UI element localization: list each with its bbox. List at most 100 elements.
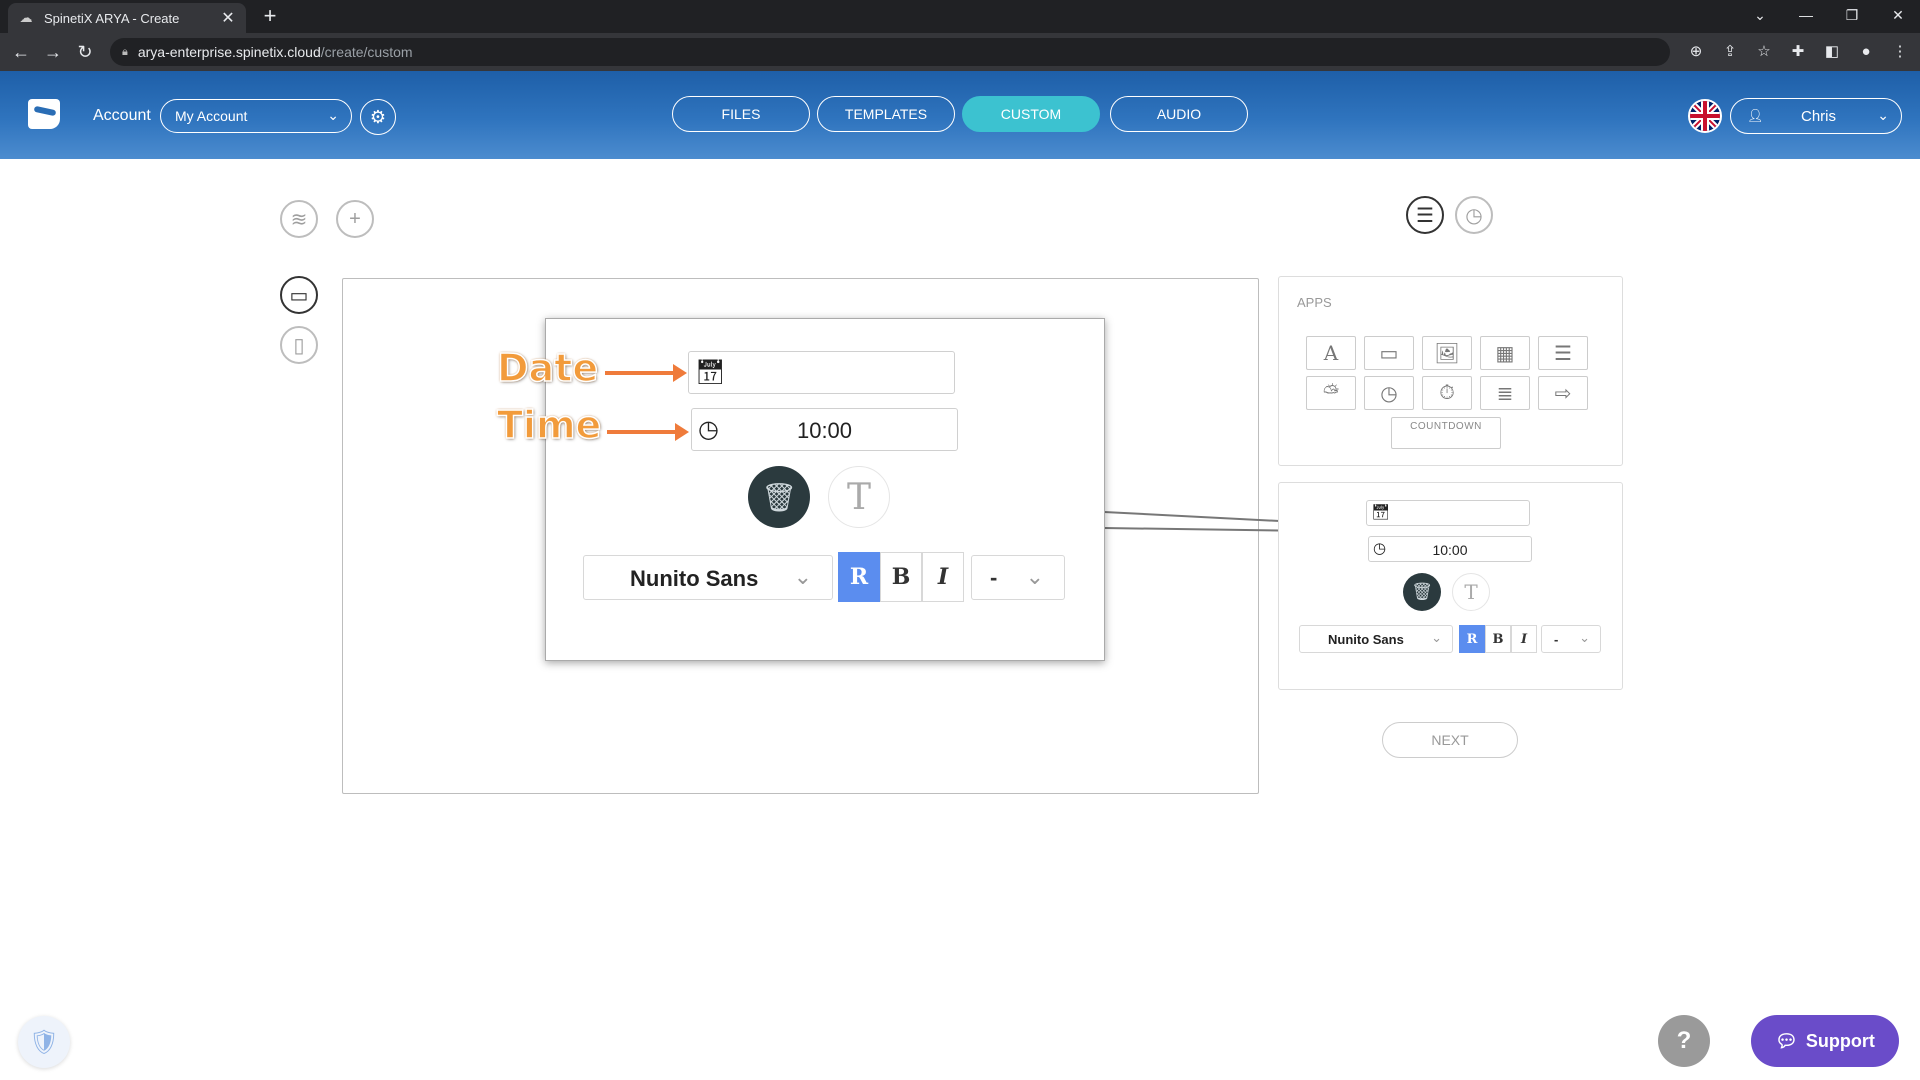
time-annotation: Time: [496, 402, 602, 448]
portrait-button[interactable]: ▯: [280, 326, 318, 364]
panel-style-regular-button[interactable]: R: [1459, 625, 1485, 653]
chevron-down-icon: ⌄: [1431, 630, 1442, 645]
close-window-icon[interactable]: ✕: [1892, 6, 1904, 23]
app-table-button[interactable]: ☰: [1538, 336, 1588, 370]
app-timer-button[interactable]: ⏱︎: [1422, 376, 1472, 410]
time-value: 10:00: [796, 418, 853, 443]
gear-icon: ⚙: [369, 107, 387, 127]
chevron-down-icon: ⌄: [1025, 564, 1044, 589]
profile-icon[interactable]: ●: [1861, 43, 1871, 60]
app-header: Account My Account ⌄ ⚙ FILES TEMPLATES C…: [0, 71, 1920, 159]
design-canvas[interactable]: [342, 278, 1259, 794]
tab-close-icon[interactable]: ✕: [221, 10, 235, 27]
help-button[interactable]: ?: [1658, 1015, 1710, 1067]
app-image-button[interactable]: 🖼︎: [1422, 336, 1472, 370]
panel-time-value: 10:00: [1432, 542, 1468, 558]
chevron-down-icon: ⌄: [793, 564, 812, 589]
properties-button[interactable]: ☰: [1406, 196, 1444, 234]
spinetix-logo[interactable]: [28, 99, 60, 129]
url-host: arya-enterprise.spinetix.cloud: [137, 44, 321, 60]
account-settings-button[interactable]: ⚙: [360, 99, 396, 135]
app-clock-button[interactable]: ◷: [1364, 376, 1414, 410]
app-weather-button[interactable]: ⛅︎: [1306, 376, 1356, 410]
new-tab-button[interactable]: +: [263, 3, 277, 28]
tab-files[interactable]: FILES: [672, 96, 810, 132]
plus-icon: +: [349, 207, 361, 230]
tab-custom[interactable]: CUSTOM: [962, 96, 1100, 132]
browser-tab[interactable]: ☁ SpinetiX ARYA - Create ✕: [8, 3, 246, 33]
panel-time-field[interactable]: ◷ 10:00: [1368, 536, 1532, 562]
portrait-icon: ▯: [293, 334, 305, 357]
arrow-right-icon: ⇨: [1554, 382, 1572, 405]
sliders-icon: ☰: [1416, 204, 1434, 227]
user-icon: 👤︎: [1747, 108, 1764, 123]
font-size-select[interactable]: - ⌄: [971, 555, 1065, 600]
date-field[interactable]: 📅︎: [688, 351, 955, 394]
tab-templates[interactable]: TEMPLATES: [817, 96, 955, 132]
time-field[interactable]: ◷ 10:00: [691, 408, 958, 451]
app-arrow-button[interactable]: ⇨: [1538, 376, 1588, 410]
panel-font-size-value: -: [1554, 632, 1559, 647]
account-select[interactable]: My Account ⌄: [160, 99, 352, 133]
menu-kebab-icon[interactable]: ⋮: [1892, 43, 1908, 60]
tab-audio[interactable]: AUDIO: [1110, 96, 1248, 132]
rectangle-icon: ▭: [1379, 342, 1399, 365]
shield-icon: 🛡︎: [28, 1028, 60, 1056]
window-controls: ⌄ — ❐ ✕: [1737, 0, 1920, 30]
image-icon: 🖼︎: [1434, 342, 1460, 365]
bookmark-star-icon[interactable]: ☆: [1757, 43, 1771, 60]
paint-bucket-icon: 🗑︎: [761, 481, 797, 513]
forward-icon[interactable]: →: [44, 42, 62, 62]
support-button[interactable]: 💬︎ Support: [1751, 1015, 1899, 1067]
app-countdown-button[interactable]: COUNTDOWN: [1391, 417, 1501, 449]
next-button[interactable]: NEXT: [1382, 722, 1518, 758]
list-icon: ≣: [1496, 382, 1514, 405]
app-shape-button[interactable]: ▭: [1364, 336, 1414, 370]
text-t-icon: T: [846, 476, 871, 518]
panel-color-fill-button[interactable]: 🗑︎: [1403, 573, 1441, 611]
app-text-button[interactable]: A: [1306, 336, 1356, 370]
text-color-button[interactable]: T: [828, 466, 890, 528]
browser-toolbar: ⊕ ⇪ ☆ ✚ ◧ ● ⋮: [1686, 41, 1910, 63]
chevron-down-icon: ⌄: [1579, 630, 1590, 645]
language-flag-icon[interactable]: [1688, 99, 1722, 133]
extensions-icon[interactable]: ✚: [1791, 43, 1805, 60]
share-icon[interactable]: ⇪: [1723, 43, 1737, 60]
panel-font-size-select[interactable]: - ⌄: [1541, 625, 1601, 653]
chat-bubble-icon: 💬︎: [1775, 1030, 1798, 1051]
text-t-icon: T: [1464, 580, 1478, 604]
panel-text-color-button[interactable]: T: [1452, 573, 1490, 611]
account-value: My Account: [175, 108, 248, 124]
color-fill-button[interactable]: 🗑︎: [748, 466, 810, 528]
side-panel-icon[interactable]: ◧: [1824, 43, 1840, 60]
privacy-shield-button[interactable]: 🛡︎: [18, 1016, 70, 1068]
stack-layers-button[interactable]: ≋: [280, 200, 318, 238]
style-regular-button[interactable]: R: [838, 552, 880, 602]
clock-icon: ◷: [1465, 204, 1483, 227]
clock-icon: ◷: [1373, 540, 1387, 557]
user-menu[interactable]: 👤︎ Chris ⌄: [1730, 98, 1902, 134]
panel-style-italic-button[interactable]: I: [1511, 625, 1537, 653]
panel-style-bold-button[interactable]: B: [1485, 625, 1511, 653]
style-italic-button[interactable]: I: [922, 552, 964, 602]
landscape-button[interactable]: ▭: [280, 276, 318, 314]
restore-icon[interactable]: ❐: [1845, 6, 1859, 23]
user-name: Chris: [1801, 108, 1837, 125]
tab-search-icon[interactable]: ⌄: [1754, 6, 1766, 23]
table-icon: ☰: [1554, 342, 1572, 365]
add-button[interactable]: +: [336, 200, 374, 238]
chevron-down-icon: ⌄: [1877, 107, 1889, 123]
style-bold-button[interactable]: B: [880, 552, 922, 602]
panel-date-field[interactable]: 📅︎: [1366, 500, 1530, 526]
apps-label: APPS: [1297, 295, 1332, 310]
reload-icon[interactable]: ↻: [77, 42, 93, 62]
schedule-button[interactable]: ◷: [1455, 196, 1493, 234]
url-field[interactable]: 🔒︎ arya-enterprise.spinetix.cloud /creat…: [110, 38, 1670, 66]
panel-font-family-select[interactable]: Nunito Sans ⌄: [1299, 625, 1453, 653]
font-family-select[interactable]: Nunito Sans ⌄: [583, 555, 833, 600]
app-qrcode-button[interactable]: ▦: [1480, 336, 1530, 370]
minimize-icon[interactable]: —: [1799, 7, 1813, 23]
zoom-icon[interactable]: ⊕: [1689, 43, 1703, 60]
app-text-list-button[interactable]: ≣: [1480, 376, 1530, 410]
back-icon[interactable]: ←: [12, 42, 30, 62]
